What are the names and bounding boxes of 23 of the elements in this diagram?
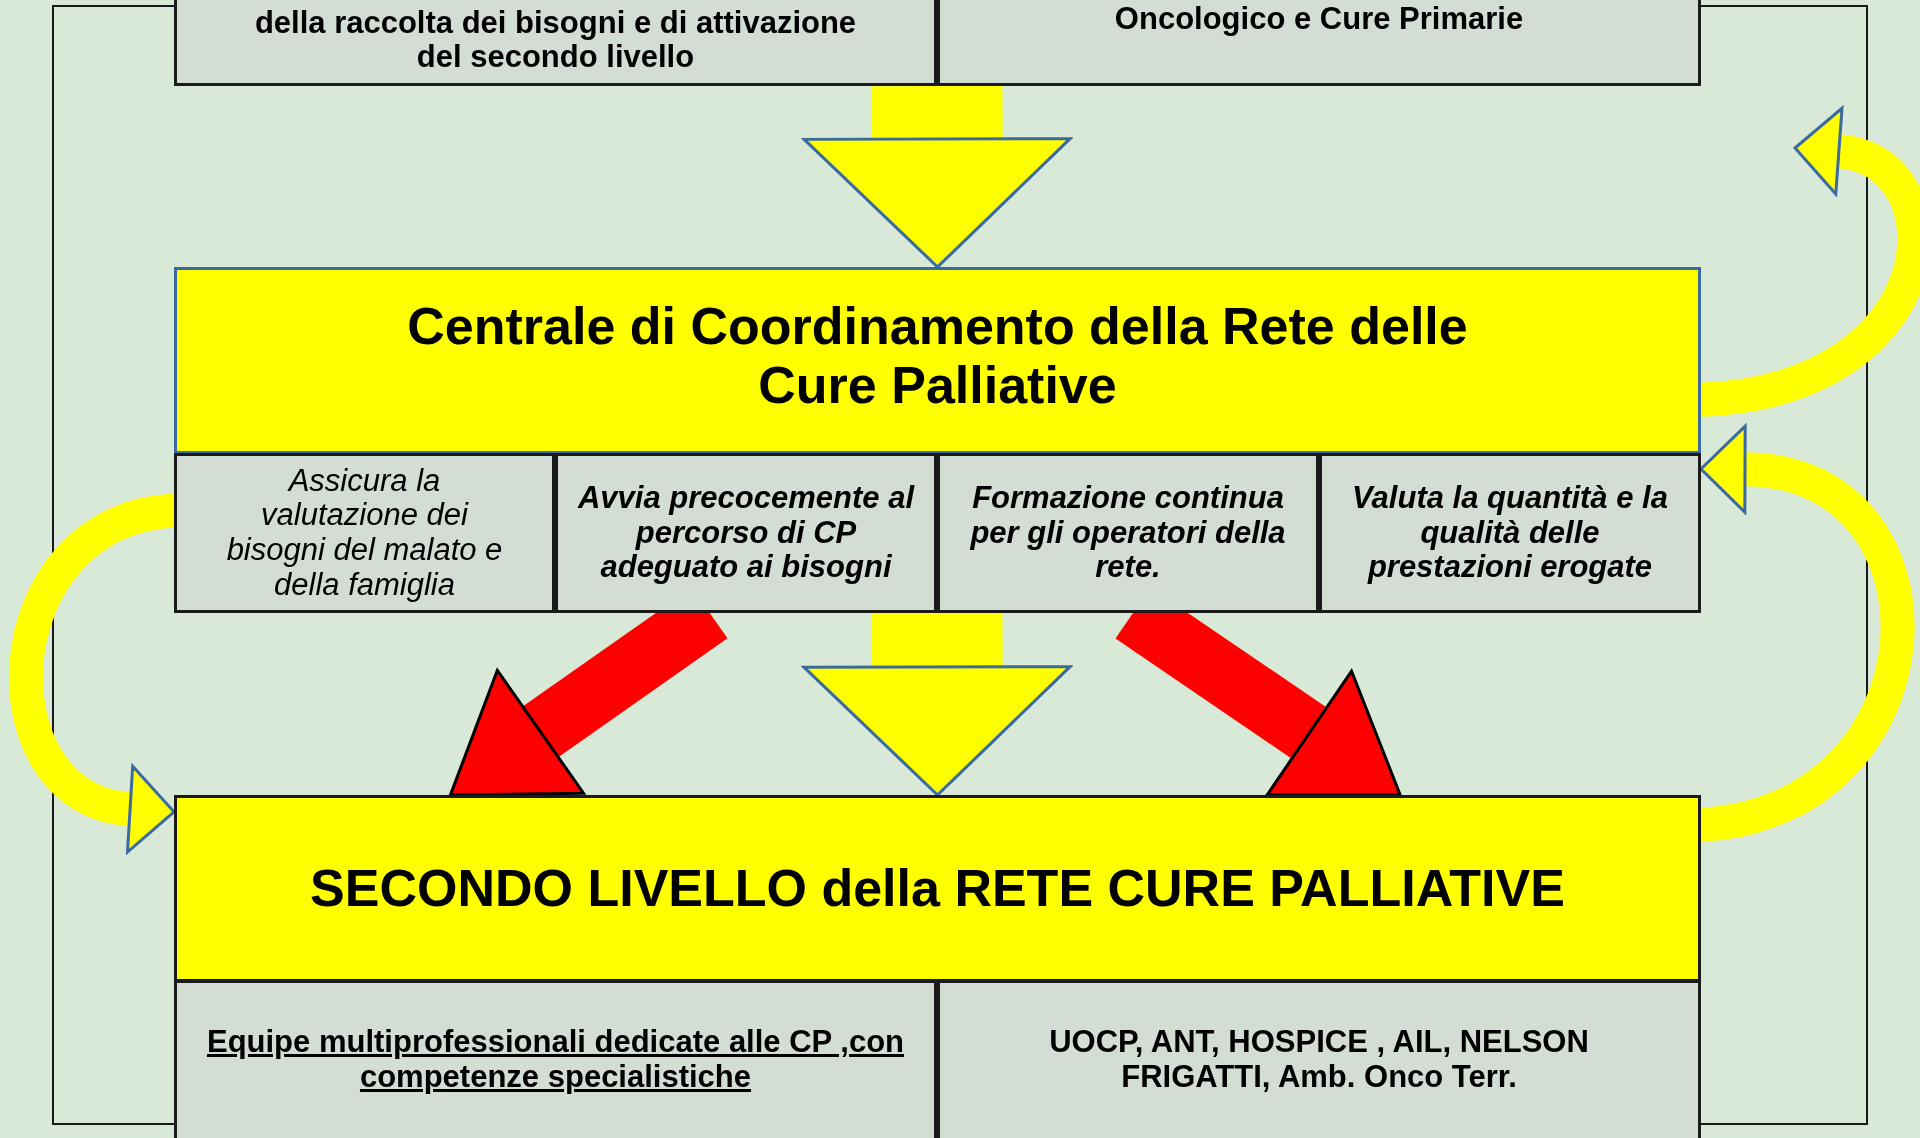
title: Centrale di Coordinamento della Rete delle Cure Palliative (406, 297, 1469, 414)
box-text: Equipe multiprofessionali dedicate alle CP ,con competenze specialistiche (205, 1025, 906, 1095)
box-text: UOCP, ANT, HOSPICE , AIL, NELSON FRIGATTI, Amb. Onco Terr. (1048, 1025, 1590, 1095)
curved-arrow (1699, 107, 1920, 417)
title: SECONDO LIVELLO della RETE CURE PALLIATIVE (310, 859, 1565, 918)
info-box (937, 0, 1701, 86)
info-box (174, 980, 937, 1138)
box-text: della raccolta dei bisogni e di attivazione del secondo livello (253, 5, 858, 75)
block-arrow (802, 85, 1072, 269)
info-box (174, 0, 937, 86)
task-box (174, 453, 555, 613)
box-text: Formazione continua per gli operatori della rete. (969, 480, 1287, 586)
box-text: Oncologico e Cure Primarie (1114, 2, 1524, 37)
task-box (937, 453, 1319, 613)
title-box (174, 795, 1701, 982)
task-box (1319, 453, 1701, 613)
box-text: Avvia precocemente al percorso di CP adeguato ai bisogni (576, 480, 916, 586)
box-text: Assicura la valutazione dei bisogni del malato e della famiglia (225, 463, 504, 603)
title-box (174, 267, 1701, 454)
task-box (555, 453, 937, 613)
info-box (937, 980, 1701, 1138)
block-arrow (802, 612, 1072, 797)
box-text: Valuta la quantità e la qualità delle prestazioni erogate (1352, 480, 1668, 586)
